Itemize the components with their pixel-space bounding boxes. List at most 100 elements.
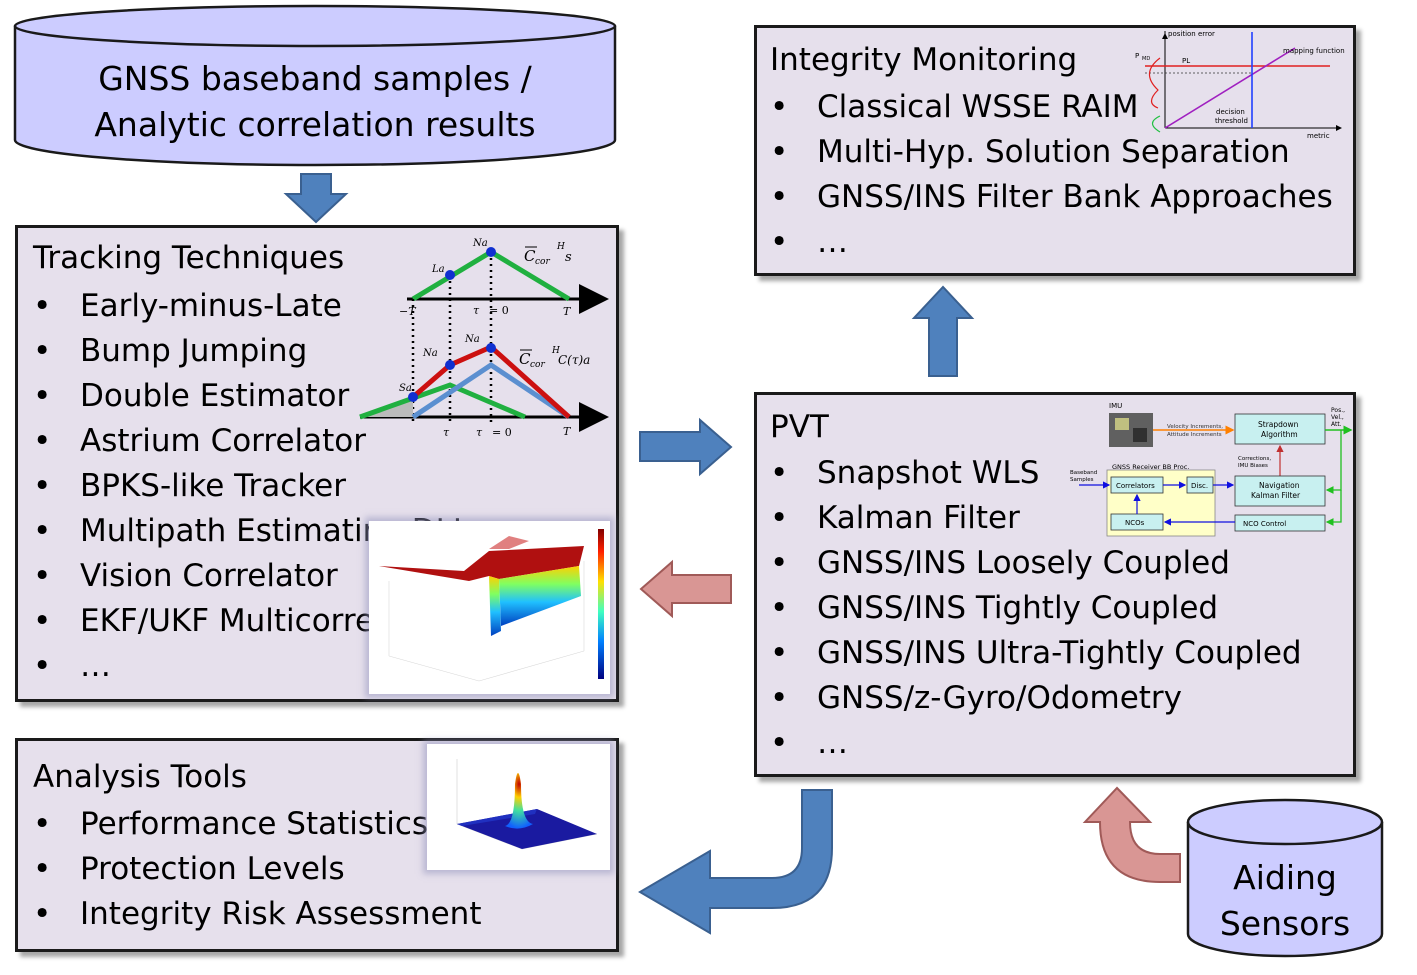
svg-text:Baseband: Baseband bbox=[1070, 470, 1097, 476]
svg-text:Strapdown: Strapdown bbox=[1258, 420, 1299, 429]
pvt-item-label: GNSS/INS Loosely Coupled bbox=[817, 545, 1230, 581]
pvt-item-label: Snapshot WLS bbox=[817, 455, 1040, 491]
svg-text:Na: Na bbox=[464, 334, 480, 345]
correlation-function-diagram: Na La C cor H s C cor H C(τ)a −T τ = 0 T… bbox=[359, 238, 609, 439]
arrow-pvt-to-tracking bbox=[639, 559, 732, 619]
arrow-tracking-to-pvt bbox=[639, 417, 733, 477]
bullet: • bbox=[770, 725, 789, 761]
svg-text:metric: metric bbox=[1307, 132, 1330, 140]
svg-text:Velocity Increments,: Velocity Increments, bbox=[1167, 424, 1223, 430]
svg-text:= 0: = 0 bbox=[489, 304, 509, 317]
svg-text:Attitude Increments: Attitude Increments bbox=[1167, 432, 1222, 438]
svg-text:C(τ)a: C(τ)a bbox=[558, 353, 590, 367]
svg-text:Corrections,: Corrections, bbox=[1238, 456, 1271, 462]
bullet: • bbox=[33, 851, 52, 887]
svg-text:Att.: Att. bbox=[1331, 421, 1342, 428]
svg-text:IMU: IMU bbox=[1109, 402, 1122, 410]
tracking-item-label: BPKS-like Tracker bbox=[80, 468, 346, 504]
bullet: • bbox=[33, 558, 52, 594]
integrity-item-label: … bbox=[817, 224, 848, 260]
svg-text:= 0: = 0 bbox=[492, 426, 512, 439]
svg-text:τ: τ bbox=[473, 304, 480, 317]
bullet: • bbox=[770, 134, 789, 170]
integrity-title: Integrity Monitoring bbox=[770, 42, 1078, 78]
bullet: • bbox=[770, 635, 789, 671]
svg-text:Na: Na bbox=[422, 348, 438, 359]
source-line-1: GNSS baseband samples / bbox=[98, 59, 532, 98]
tracking-item-label: … bbox=[80, 648, 111, 684]
bullet: • bbox=[770, 89, 789, 125]
analysis-item-label: Integrity Risk Assessment bbox=[80, 896, 482, 932]
pvt-item-label: Kalman Filter bbox=[817, 500, 1020, 536]
pvt-item-label: … bbox=[817, 725, 848, 761]
svg-text:cor: cor bbox=[530, 360, 545, 370]
tracking-item-label: Bump Jumping bbox=[80, 333, 308, 369]
svg-text:Navigation: Navigation bbox=[1259, 481, 1300, 490]
svg-text:position error: position error bbox=[1168, 30, 1215, 38]
svg-text:τ: τ bbox=[476, 426, 483, 439]
bullet: • bbox=[33, 378, 52, 414]
integrity-monitoring-box bbox=[754, 25, 1356, 276]
analysis-title: Analysis Tools bbox=[33, 759, 247, 795]
bullet: • bbox=[770, 680, 789, 716]
bullet: • bbox=[770, 590, 789, 626]
arrow-aiding-to-pvt bbox=[1082, 786, 1181, 883]
svg-text:Algorithm: Algorithm bbox=[1261, 430, 1298, 439]
integrity-item-label: Multi-Hyp. Solution Separation bbox=[817, 134, 1290, 170]
svg-text:H: H bbox=[556, 242, 565, 252]
gaussian-plot-inset bbox=[427, 744, 610, 870]
tracking-title: Tracking Techniques bbox=[33, 240, 345, 276]
integrity-item-label: Classical WSSE RAIM bbox=[817, 89, 1139, 125]
tracking-item-label: Vision Correlator bbox=[80, 558, 338, 594]
bullet: • bbox=[33, 806, 52, 842]
svg-text:Vel.,: Vel., bbox=[1331, 414, 1344, 421]
bullet: • bbox=[770, 455, 789, 491]
svg-text:threshold: threshold bbox=[1215, 117, 1248, 125]
svg-text:Samples: Samples bbox=[1070, 477, 1094, 483]
bullet: • bbox=[770, 545, 789, 581]
svg-text:Sa: Sa bbox=[399, 383, 412, 394]
arrow-source-to-tracking bbox=[283, 173, 349, 224]
svg-text:cor: cor bbox=[535, 257, 550, 267]
bullet: • bbox=[33, 648, 52, 684]
aiding-sensors-cylinder bbox=[1186, 798, 1384, 958]
label-la: La bbox=[431, 264, 445, 275]
svg-text:−T: −T bbox=[399, 305, 417, 318]
bullet: • bbox=[33, 333, 52, 369]
arrow-pvt-to-analysis bbox=[638, 789, 833, 935]
svg-text:mapping function: mapping function bbox=[1283, 47, 1345, 55]
svg-text:PL: PL bbox=[1182, 57, 1190, 65]
integrity-item-label: GNSS/INS Filter Bank Approaches bbox=[817, 179, 1333, 215]
bullet: • bbox=[33, 423, 52, 459]
gnss-ins-block-diagram: IMU Velocity Increments, Attitude Increm… bbox=[1070, 402, 1353, 537]
bullet: • bbox=[33, 288, 52, 324]
analysis-item-label: Protection Levels bbox=[80, 851, 345, 887]
svg-text:Correlators: Correlators bbox=[1116, 482, 1155, 490]
gaussian-plot bbox=[456, 759, 598, 850]
source-line-2: Analytic correlation results bbox=[94, 105, 536, 144]
svg-text:C: C bbox=[524, 247, 536, 265]
svg-text:GNSS Receiver BB Proc.: GNSS Receiver BB Proc. bbox=[1112, 463, 1189, 471]
svg-text:T: T bbox=[563, 305, 572, 318]
bullet: • bbox=[770, 179, 789, 215]
bullet: • bbox=[770, 500, 789, 536]
svg-text:NCO Control: NCO Control bbox=[1243, 520, 1286, 528]
svg-text:NCOs: NCOs bbox=[1125, 519, 1145, 527]
integrity-mapping-diagram: position error P MD PL mapping function … bbox=[1135, 30, 1345, 140]
aiding-line-2: Sensors bbox=[1219, 904, 1351, 943]
svg-text:Disc.: Disc. bbox=[1191, 482, 1208, 490]
source-database-cylinder bbox=[13, 4, 617, 167]
bullet: • bbox=[770, 224, 789, 260]
svg-text:T: T bbox=[563, 425, 572, 438]
imu-block: IMU bbox=[1109, 402, 1153, 447]
bullet: • bbox=[33, 468, 52, 504]
svg-text:Kalman Filter: Kalman Filter bbox=[1251, 491, 1301, 500]
analysis-item-label: Performance Statistics bbox=[80, 806, 429, 842]
svg-text:Pos.,: Pos., bbox=[1331, 407, 1345, 414]
pvt-box bbox=[754, 392, 1356, 777]
bullet: • bbox=[33, 513, 52, 549]
arrow-pvt-to-integrity bbox=[911, 285, 975, 377]
svg-text:decision: decision bbox=[1216, 108, 1245, 116]
bullet: • bbox=[33, 603, 52, 639]
